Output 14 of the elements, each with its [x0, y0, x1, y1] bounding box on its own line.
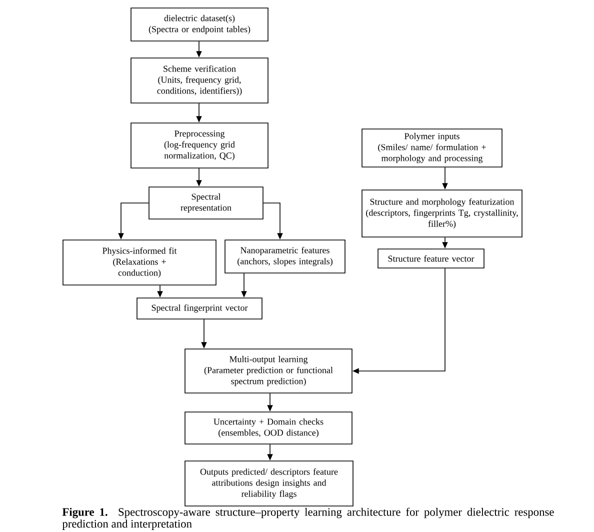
process-box: Spectral representation	[148, 186, 264, 220]
process-box: Polymer inputs (Smiles/ name/ formulation + morphology and processing	[362, 128, 502, 168]
process-box: Nanoparametric features (anchors, slopes integrals)	[224, 240, 346, 274]
process-box: Physics-informed fit (Relaxations + conduction)	[62, 240, 216, 286]
process-box: Spectral fingerprint vector	[136, 298, 262, 320]
process-box: dielectric dataset(s) (Spectra or endpoint tables)	[130, 8, 268, 42]
process-box: Outputs predicted/ descriptors feature attributions design insights and reliability flags	[184, 460, 354, 506]
process-box: Uncertainty + Domain checks (ensembles, OOD distance)	[184, 412, 352, 444]
process-box: Preprocessing (log-frequency grid normalization, QC)	[130, 122, 268, 168]
process-box: Structure feature vector	[378, 248, 484, 268]
process-box: Scheme verification (Units, frequency grid, conditions, identifiers))	[130, 58, 268, 104]
process-box: Multi-output learning (Parameter prediction or functional spectrum prediction)	[184, 348, 352, 394]
process-box: Structure and morphology featurization (descriptors, fingerprints Tg, crystallinity, filler%)	[362, 190, 522, 238]
figure-caption: Figure 1. Spectroscopy-aware structure–property learning architecture for polymer dielectric response prediction and interpretation	[62, 508, 554, 530]
